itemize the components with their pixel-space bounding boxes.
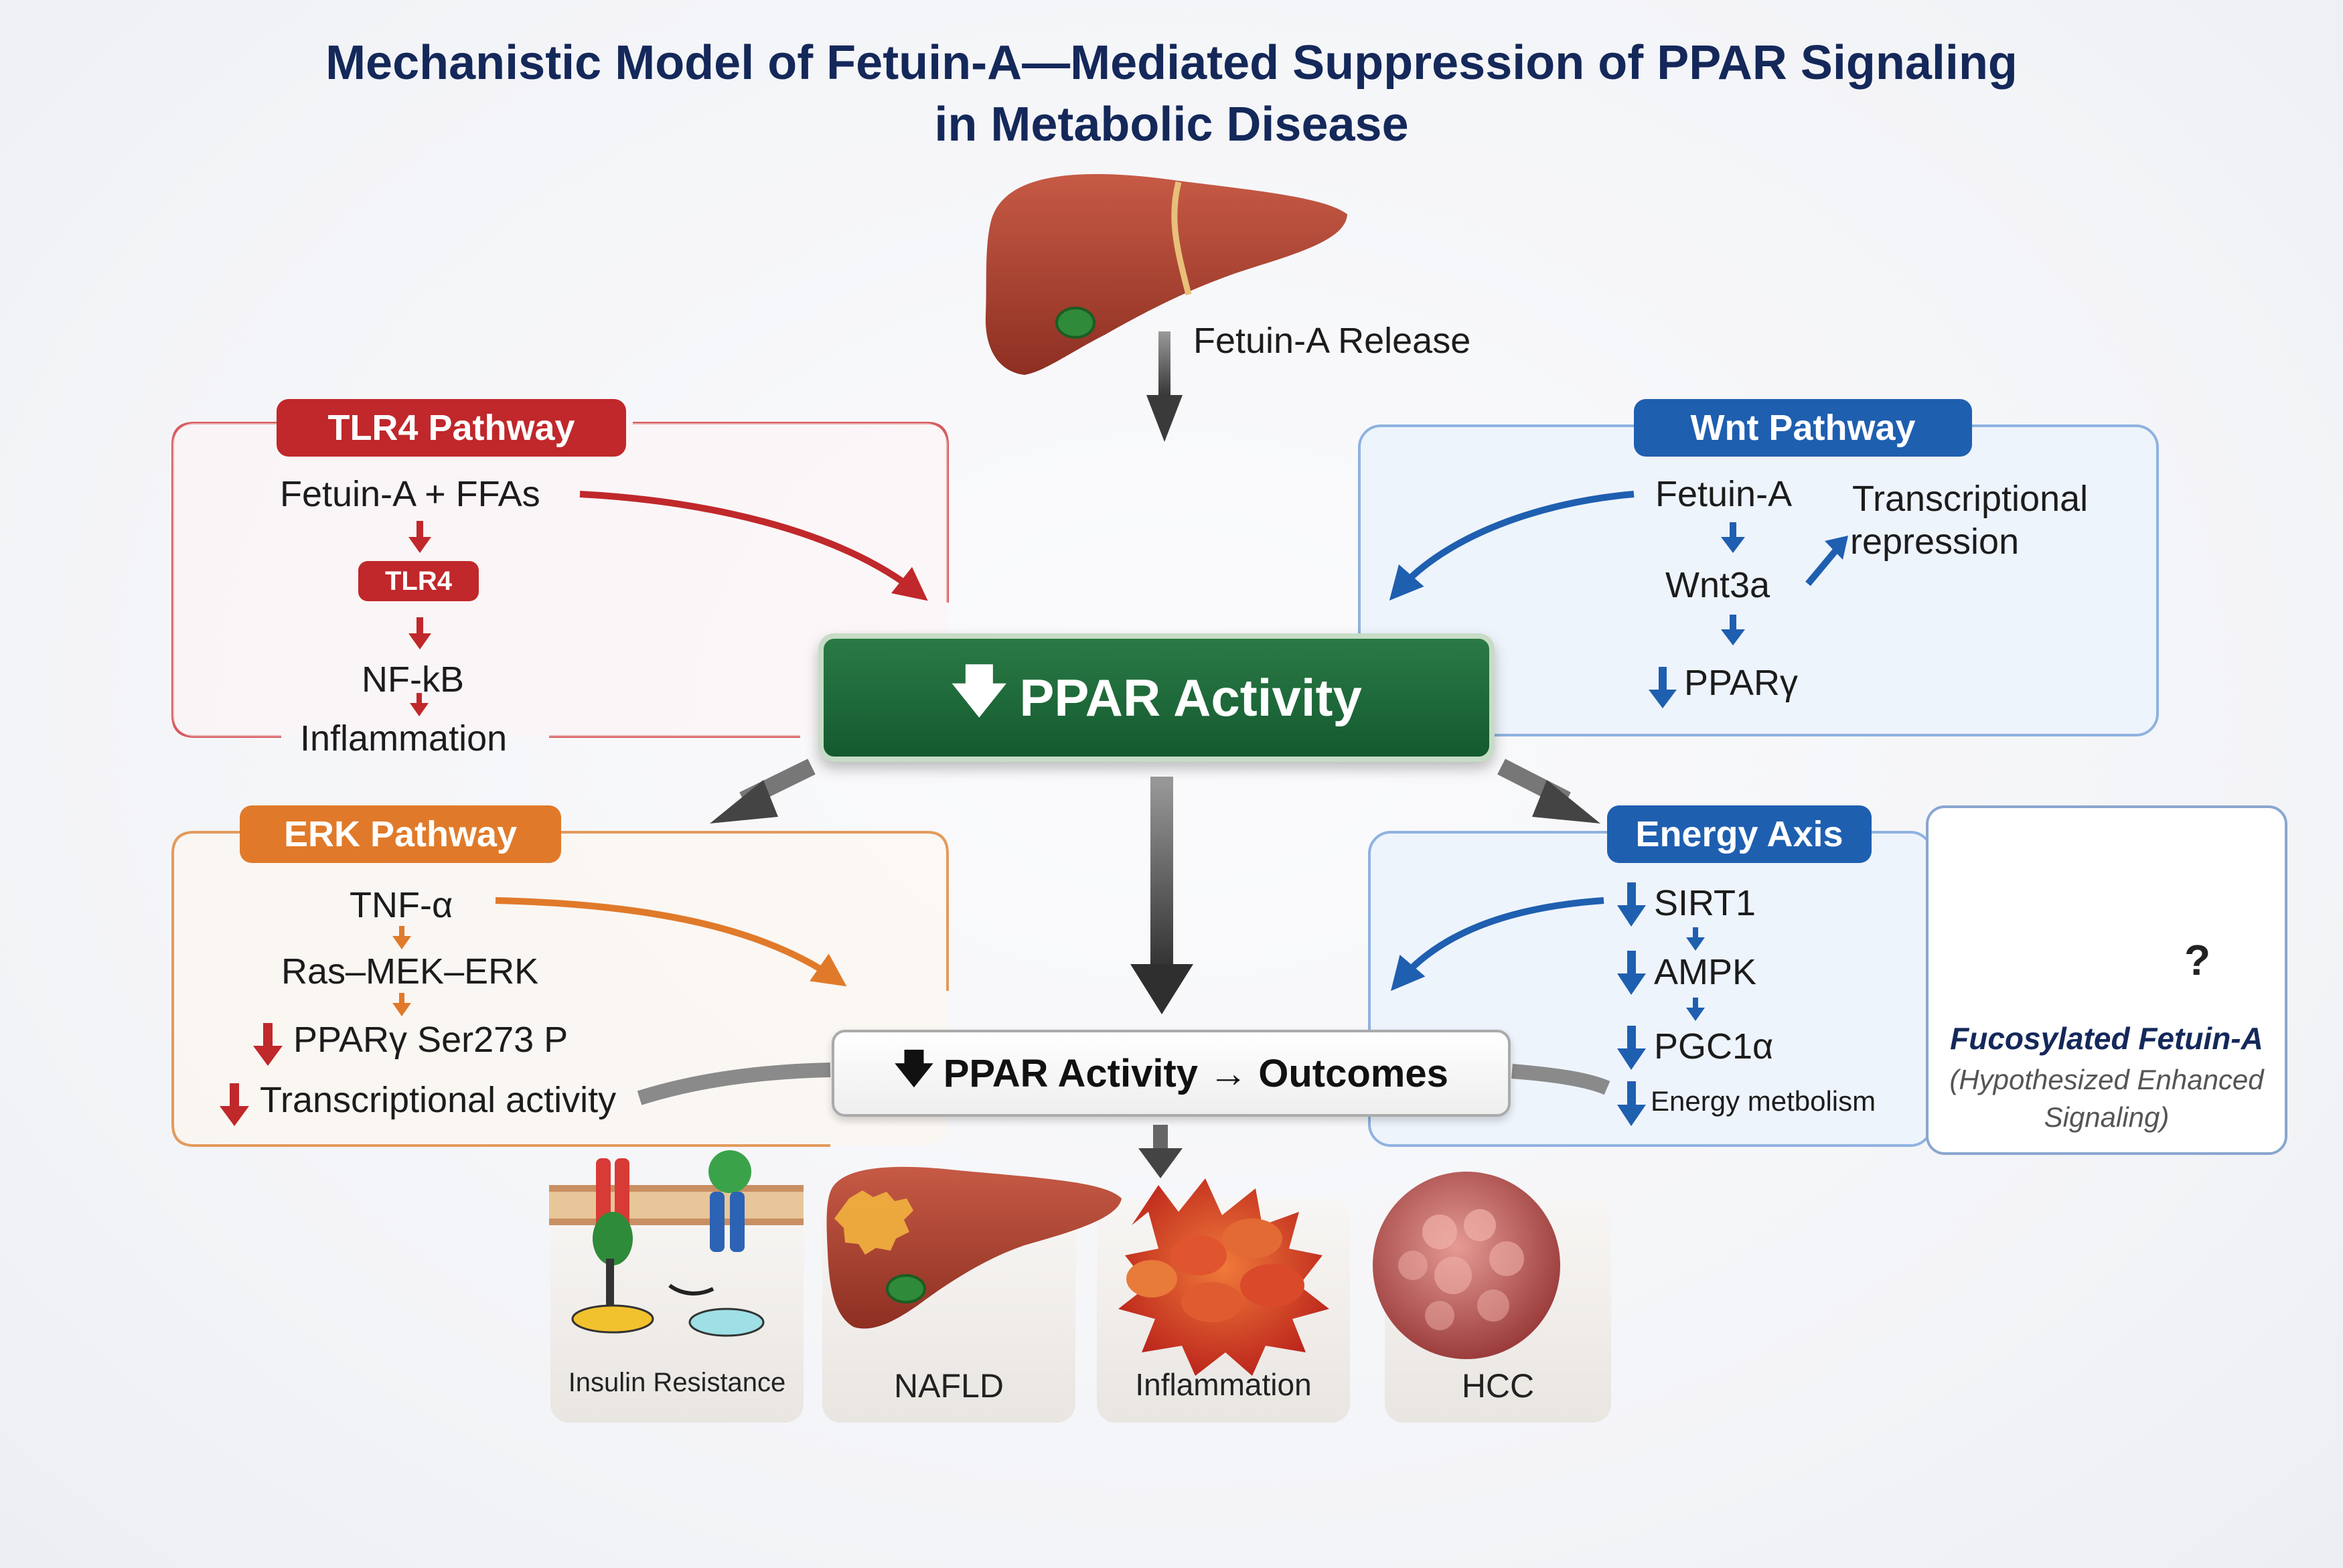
ppar-outcomes-box: 🡇 PPAR Activity → Outcomes xyxy=(832,1030,1511,1117)
ppar-activity-box: 🡇 PPAR Activity xyxy=(818,633,1495,762)
erk-header: ERK Pathway xyxy=(240,805,561,863)
erk-step-ras: Ras–MEK–ERK xyxy=(281,951,539,992)
ppar-activity-label: PPAR Activity xyxy=(1019,668,1362,727)
liver-release-label: Fetuin-A Release xyxy=(1193,321,1471,361)
energy-step-metabolism: Energy metbolism xyxy=(1651,1085,1876,1117)
fucosylated-title: Fucosylated Fetuin-A xyxy=(1950,1021,2263,1056)
liver-icon xyxy=(985,173,1347,375)
fucosylated-subtitle-line2: Signaling) xyxy=(2044,1101,2170,1133)
tlr4-step-inflammation: Inflammation xyxy=(300,718,508,759)
down-arrow-icon xyxy=(1686,998,1705,1021)
down-arrow-icon xyxy=(1617,882,1646,927)
down-arrow-icon xyxy=(408,521,431,553)
center-to-outcomes-arrow xyxy=(1130,777,1193,1014)
center-to-erk-arrow xyxy=(710,759,816,824)
center-to-energy-arrow xyxy=(1497,759,1600,824)
wnt-to-ppar-arrow xyxy=(1389,491,1635,601)
energy-step-sirt1: SIRT1 xyxy=(1654,883,1756,923)
diagram-title-line1: Mechanistic Model of Fetuin-A—Mediated S… xyxy=(325,36,2018,90)
outcome-label-nafld: NAFLD xyxy=(894,1367,1004,1405)
wnt-step-fetuin: Fetuin-A xyxy=(1655,474,1793,514)
erk-to-ppar-arrow xyxy=(495,897,847,987)
down-arrow-icon xyxy=(1721,522,1745,553)
down-arrow-icon xyxy=(253,1023,283,1066)
outcome-label-inflammation: Inflammation xyxy=(1135,1367,1312,1402)
release-arrow xyxy=(1146,331,1183,442)
outcome-label-insulin-resistance: Insulin Resistance xyxy=(568,1368,786,1397)
wnt-note-line1: Transcriptional xyxy=(1852,479,2089,519)
erk-to-outcomes-connector xyxy=(637,1063,831,1105)
down-arrow-icon xyxy=(1617,1026,1646,1070)
down-arrow-icon xyxy=(220,1083,249,1126)
energy-step-ampk: AMPK xyxy=(1654,952,1757,992)
energy-to-ppar-arrow xyxy=(1390,897,1604,992)
wnt-step-wnt3a: Wnt3a xyxy=(1665,565,1770,605)
energy-step-pgc1a: PGC1α xyxy=(1654,1026,1774,1067)
question-mark: ? xyxy=(2184,936,2211,984)
wnt-step-ppar: PPARγ xyxy=(1684,663,1799,703)
tlr4-step-ffa: Fetuin-A + FFAs xyxy=(280,474,540,514)
wnt-header: Wnt Pathway xyxy=(1634,399,1972,457)
outcomes-down-arrow xyxy=(1138,1125,1183,1178)
energy-header: Energy Axis xyxy=(1607,805,1872,863)
erk-step-transcription: Transcriptional activity xyxy=(260,1080,617,1120)
down-arrow-icon xyxy=(1721,615,1745,645)
erk-panel-bg xyxy=(173,832,948,1146)
down-arrow-icon xyxy=(1686,927,1705,951)
outcomes-to-energy-connector xyxy=(1511,1064,1610,1095)
down-arrow-icon xyxy=(392,926,411,949)
up-arrow-icon xyxy=(1805,536,1848,586)
tlr4-panel-bg xyxy=(173,423,948,736)
tlr4-receptor-badge: TLR4 xyxy=(358,561,479,601)
ppar-outcomes-label: PPAR Activity → Outcomes xyxy=(943,1051,1448,1095)
down-arrow-icon: 🡇 xyxy=(894,1046,934,1091)
fucosylated-subtitle-line1: (Hypothesized Enhanced xyxy=(1949,1064,2264,1095)
erk-step-tnf: TNF-α xyxy=(350,885,453,925)
down-arrow-icon xyxy=(1649,667,1677,708)
down-arrow-icon xyxy=(410,693,429,716)
down-arrow-icon xyxy=(408,617,431,649)
down-arrow-icon xyxy=(392,993,411,1016)
erk-step-ppar: PPARγ Ser273 P xyxy=(293,1020,569,1060)
down-arrow-icon xyxy=(1617,1081,1646,1126)
erk-panel-frame xyxy=(171,831,949,1147)
diagram-title-line2: in Metabolic Disease xyxy=(934,98,1409,151)
tlr4-header: TLR4 Pathway xyxy=(277,399,626,457)
down-arrow-icon xyxy=(1617,951,1646,995)
tlr4-to-ppar-arrow xyxy=(579,491,928,601)
tlr4-step-nfkb: NF-kB xyxy=(362,659,464,700)
fucosylated-panel xyxy=(1926,805,2287,1155)
wnt-note-line2: repression xyxy=(1850,522,2020,562)
outcome-label-hcc: HCC xyxy=(1461,1367,1535,1405)
down-arrow-icon: 🡇 xyxy=(951,661,1008,722)
